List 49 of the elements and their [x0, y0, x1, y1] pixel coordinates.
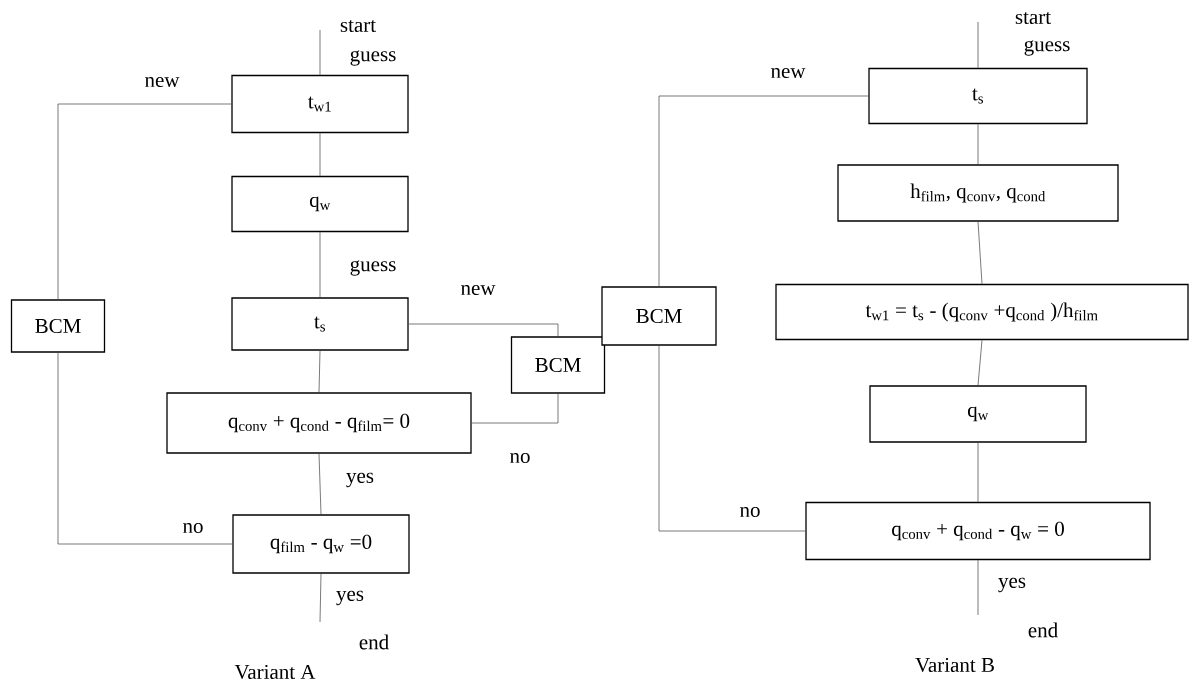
side-label: guess	[350, 50, 396, 66]
edge-label: yes	[335, 589, 365, 607]
edge-label: start	[1013, 11, 1053, 25]
edge-label: guess	[348, 259, 398, 277]
process-box: t$_{w1}$	[231, 74, 409, 134]
connector-line	[977, 339, 983, 386]
text-label: Variant B	[915, 657, 994, 673]
process-box: t$_{s}$	[231, 297, 409, 351]
connector-line	[319, 29, 321, 76]
process-box: q$_{w}$	[231, 175, 409, 233]
process-box: BCM	[10, 299, 106, 353]
process-box: BCM	[601, 286, 717, 346]
connector-line	[57, 352, 233, 545]
edge-label: start	[338, 19, 378, 33]
edge-label: new	[459, 283, 497, 297]
connector-line	[977, 559, 979, 616]
connector-line	[319, 573, 322, 623]
connector-line	[319, 231, 321, 298]
connector-line	[319, 132, 321, 177]
process-box: q$_{film}$ - q$_{w}$ =0	[232, 514, 410, 574]
edge-label: yes	[997, 576, 1027, 594]
edge-label: yes	[345, 471, 375, 489]
connector-line	[318, 453, 322, 515]
process-box: t$_{s}$	[868, 67, 1088, 125]
process-box: q$_{conv}$ + q$_{cond}$ - q$_{film}$= 0	[166, 392, 472, 454]
connector-line	[471, 393, 559, 424]
edge-label: no	[738, 505, 762, 519]
connector-line	[977, 221, 983, 285]
connector-line	[658, 95, 869, 287]
text-label: Variant A	[234, 664, 316, 680]
edge-label: no	[181, 521, 205, 535]
edge-label: new	[769, 66, 807, 80]
text-label: end	[1028, 622, 1058, 638]
process-box: q$_{w}$	[869, 385, 1087, 443]
text-label: end	[359, 634, 389, 650]
edge-label: new	[143, 75, 181, 89]
edge-label: no	[508, 451, 532, 465]
connector-line	[977, 21, 979, 69]
connector-line	[977, 123, 979, 165]
process-box: t$_{w1}$ = t$_{s}$ - (q$_{conv}$ +q$_{cond}$ )/h$_{film}$	[775, 283, 1189, 341]
connector-line	[408, 323, 559, 337]
process-box: h$_{film}$, q$_{conv}$, q$_{cond}$	[837, 164, 1119, 222]
connector-line	[977, 442, 979, 503]
process-box: BCM	[510, 336, 606, 394]
connector-line	[658, 345, 806, 532]
side-label: guess	[1024, 40, 1070, 56]
connector-line	[57, 103, 232, 300]
process-box: q$_{conv}$ + q$_{cond}$ - q$_{w}$ = 0	[805, 501, 1151, 561]
connector-line	[318, 350, 321, 393]
